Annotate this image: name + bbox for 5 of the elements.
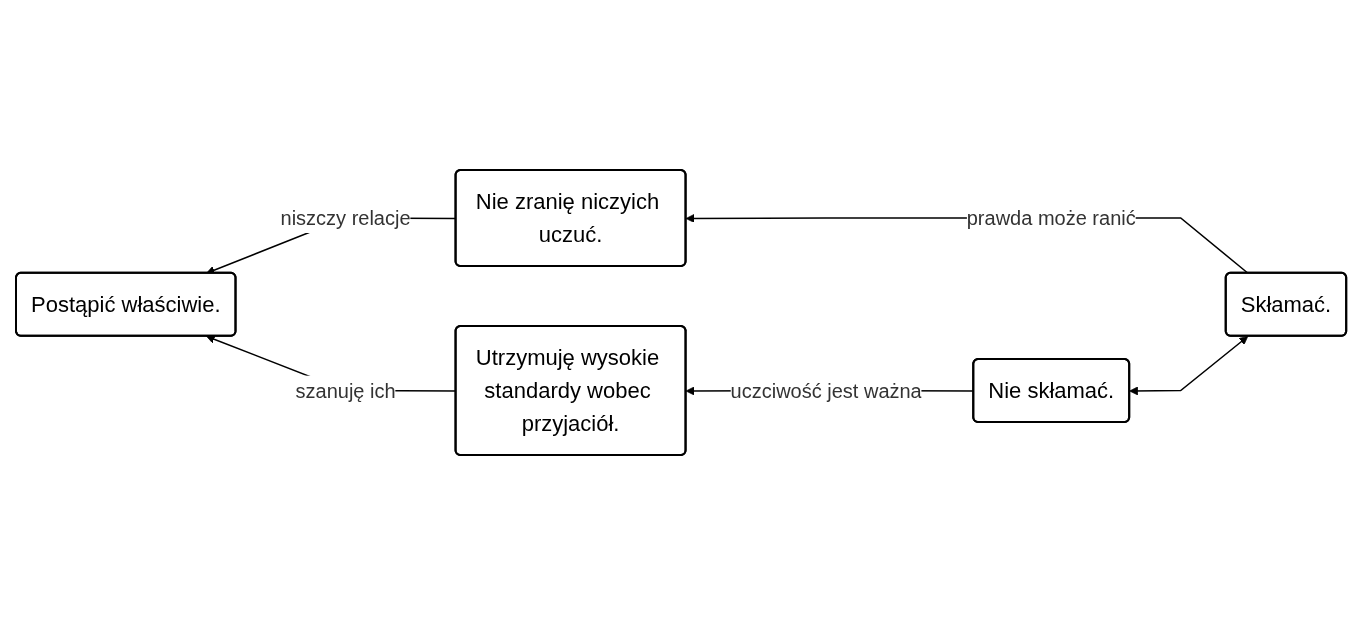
edge-label: szanuję ich bbox=[295, 379, 396, 402]
edge-label: uczciwość jest ważna bbox=[730, 379, 922, 402]
edge-label: niszczy relacje bbox=[280, 207, 411, 229]
arrow bbox=[1129, 336, 1248, 396]
edge-label: prawda może ranić bbox=[966, 207, 1136, 229]
